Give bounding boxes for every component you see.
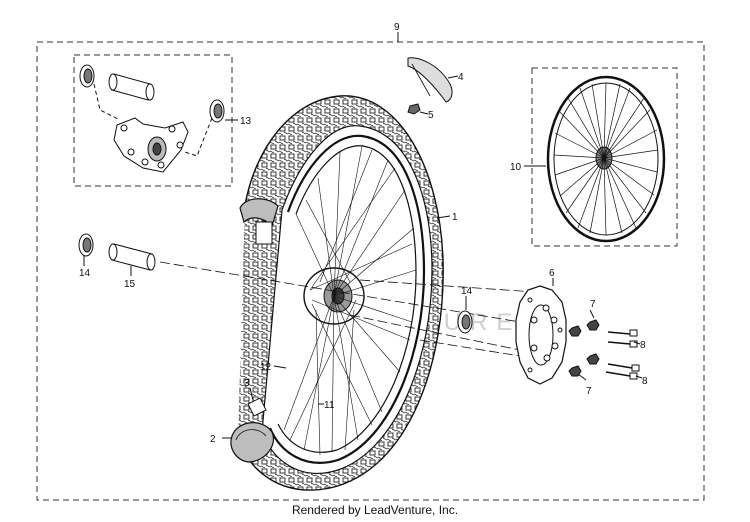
callout-3: 3 (244, 378, 250, 389)
disc-bolts-nuts (568, 319, 640, 380)
left-seal-and-spacer (78, 233, 156, 271)
callout-11: 11 (324, 400, 335, 411)
front-wheel (159, 95, 536, 491)
callout-1: 1 (452, 212, 458, 223)
callout-14-right: 14 (461, 286, 473, 297)
callout-10: 10 (510, 162, 522, 173)
hub-kit-parts (79, 64, 225, 173)
callout-6: 6 (549, 268, 555, 279)
right-seal (457, 310, 473, 334)
callout-8-top: 8 (640, 340, 646, 351)
callout-4: 4 (458, 72, 464, 83)
callout-5: 5 (428, 110, 434, 121)
callout-13: 13 (240, 116, 252, 127)
callout-15: 15 (124, 279, 136, 290)
wheel-assembly-icon (546, 75, 666, 243)
brake-disc (515, 285, 567, 385)
rim-strip (407, 57, 453, 115)
callout-14-left: 14 (79, 268, 91, 279)
callout-9: 9 (394, 22, 400, 33)
wheel-assembly-box (531, 67, 678, 247)
assembly-boundary (36, 41, 705, 501)
callout-7-top: 7 (590, 299, 596, 310)
callout-12: 12 (260, 362, 272, 373)
callout-8-bottom: 8 (642, 376, 648, 387)
footer-credit: Rendered by LeadVenture, Inc. (291, 503, 459, 517)
callout-2: 2 (210, 434, 216, 445)
valve-stem (247, 397, 267, 417)
callout-7-bottom: 7 (586, 386, 592, 397)
